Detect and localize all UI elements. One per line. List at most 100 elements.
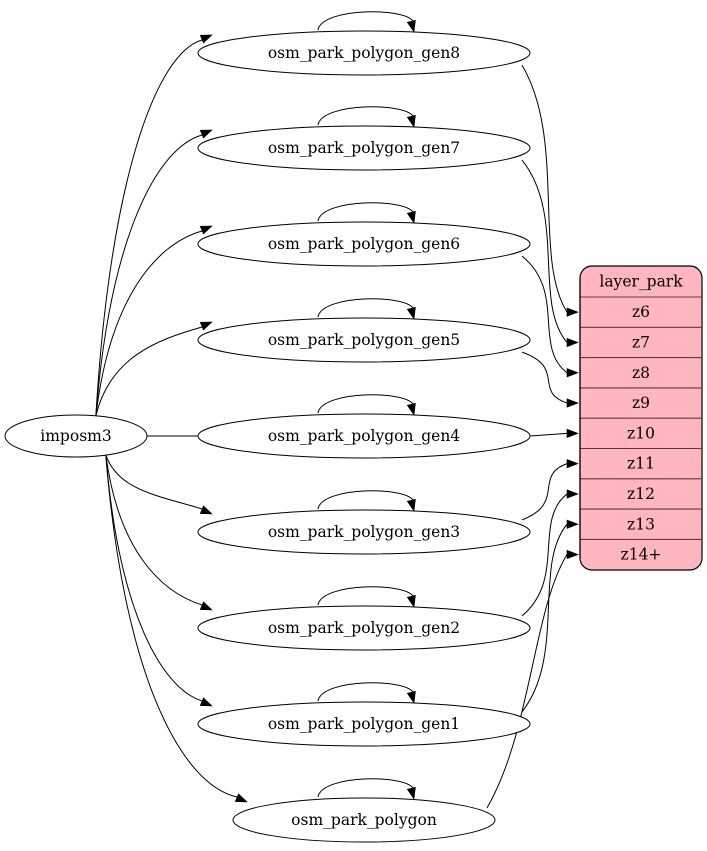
node-label-gen1: osm_park_polygon_gen1 <box>268 715 460 733</box>
node-label-gen7: osm_park_polygon_gen7 <box>268 139 460 157</box>
arrowhead-self-loop-gen8 <box>406 19 416 33</box>
node-ellipse-base[interactable] <box>232 797 496 843</box>
edge-gen3-to-z11 <box>521 463 568 521</box>
node-ellipse-gen3[interactable] <box>197 509 531 555</box>
table-row[interactable]: z13 <box>580 508 702 533</box>
table-row[interactable]: z11 <box>580 447 702 473</box>
edge-gen4-to-z10 <box>529 432 568 437</box>
node-gen2[interactable]: osm_park_polygon_gen2 <box>197 605 531 651</box>
arrowhead-imposm3-to-gen1 <box>199 697 213 707</box>
edge-imposm3-to-gen3 <box>105 454 203 510</box>
table-cell-z10: z10 <box>627 424 655 442</box>
node-gen7[interactable]: osm_park_polygon_gen7 <box>197 125 531 171</box>
edge-gen8-to-z6 <box>521 64 568 313</box>
node-label-imposm3: imposm3 <box>40 427 111 445</box>
arrowhead-gen6-to-z8 <box>566 368 579 378</box>
table-cell-z11: z11 <box>627 455 655 473</box>
edge-imposm3-to-gen8 <box>95 39 203 416</box>
source-node-group: imposm3 <box>4 414 148 458</box>
arrowhead-gen7-to-z7 <box>566 337 579 348</box>
arrowhead-gen3-to-z11 <box>566 459 579 469</box>
node-group-ellipses: osm_park_polygon_gen8 osm_park_polygon_ge… <box>197 30 531 843</box>
table-cell-z8: z8 <box>632 364 650 382</box>
arrowhead-gen5-to-z9 <box>566 398 579 408</box>
node-gen6[interactable]: osm_park_polygon_gen6 <box>197 221 531 267</box>
node-label-gen8: osm_park_polygon_gen8 <box>268 44 460 62</box>
node-gen3[interactable]: osm_park_polygon_gen3 <box>197 509 531 555</box>
arrowhead-base-to-z14+ <box>566 549 579 560</box>
edge-gen7-to-z7 <box>521 159 568 343</box>
arrowhead-self-loop-gen4 <box>406 402 416 416</box>
table-header-label: layer_park <box>599 273 683 291</box>
edge-imposm3-to-gen1 <box>105 454 203 702</box>
edge-group-fanout <box>95 34 248 803</box>
arrowhead-imposm3-to-gen6 <box>199 225 213 235</box>
table-cell-z7: z7 <box>632 333 650 351</box>
edge-group-selfloops <box>317 11 416 800</box>
arrowhead-self-loop-gen6 <box>406 210 416 224</box>
node-label-gen5: osm_park_polygon_gen5 <box>268 331 460 349</box>
edge-gen5-to-z9 <box>521 351 568 404</box>
edge-imposm3-to-base <box>105 454 238 798</box>
node-gen5[interactable]: osm_park_polygon_gen5 <box>197 317 531 363</box>
node-label-gen2: osm_park_polygon_gen2 <box>268 619 460 637</box>
arrowhead-imposm3-to-gen7 <box>199 129 213 139</box>
self-loop-gen2 <box>317 586 415 606</box>
node-ellipse-imposm3[interactable] <box>4 414 148 458</box>
edge-imposm3-to-gen2 <box>105 454 203 606</box>
self-loop-gen1 <box>317 682 415 702</box>
node-label-gen6: osm_park_polygon_gen6 <box>268 235 460 253</box>
self-loop-gen5 <box>317 298 415 318</box>
arrowhead-self-loop-gen2 <box>406 594 416 608</box>
node-ellipse-gen4[interactable] <box>197 413 531 459</box>
self-loop-gen7 <box>317 106 415 126</box>
node-ellipse-gen7[interactable] <box>197 125 531 171</box>
edge-gen6-to-z8 <box>521 255 568 374</box>
node-ellipse-gen1[interactable] <box>197 701 531 747</box>
edge-imposm3-to-gen5 <box>95 326 203 416</box>
table-row[interactable]: z10 <box>580 417 702 442</box>
node-label-gen3: osm_park_polygon_gen3 <box>268 523 460 541</box>
arrowhead-gen2-to-z12 <box>566 489 579 499</box>
table-row[interactable]: z7 <box>580 326 702 351</box>
table-row[interactable]: z12 <box>580 478 702 503</box>
arrowhead-self-loop-gen7 <box>406 114 416 128</box>
edge-gen2-to-z12 <box>521 493 568 617</box>
self-loop-gen4 <box>317 394 415 414</box>
table-node-group: layer_park z6 z7 z8 z9 z10 z11 z12 z13 z14+ <box>579 265 703 571</box>
table-row[interactable]: z9 <box>580 387 702 412</box>
table-cell-z12: z12 <box>627 485 655 503</box>
edge-imposm3-to-gen6 <box>95 230 203 416</box>
arrowhead-self-loop-base <box>406 786 416 800</box>
arrowhead-imposm3-to-gen2 <box>199 601 213 611</box>
node-base[interactable]: osm_park_polygon <box>232 797 496 843</box>
node-gen8[interactable]: osm_park_polygon_gen8 <box>197 30 531 76</box>
self-loop-base <box>317 778 415 798</box>
node-ellipse-gen5[interactable] <box>197 317 531 363</box>
arrowhead-gen8-to-z6 <box>566 307 579 317</box>
arrowhead-imposm3-to-base <box>234 793 248 803</box>
table-row[interactable]: z14+ <box>580 538 702 564</box>
table-row[interactable]: z8 <box>580 357 702 382</box>
node-imposm3[interactable]: imposm3 <box>4 414 148 458</box>
node-ellipse-gen8[interactable] <box>197 30 531 76</box>
arrowhead-self-loop-gen1 <box>406 690 416 704</box>
edge-imposm3-to-gen7 <box>95 134 203 416</box>
table-row[interactable]: z6 <box>632 303 650 321</box>
table-node-layer-park[interactable]: layer_park z6 z7 z8 z9 z10 z11 z12 z13 z14+ <box>579 265 703 571</box>
arrowhead-imposm3-to-gen3 <box>199 505 213 515</box>
node-ellipse-gen6[interactable] <box>197 221 531 267</box>
arrowhead-gen4-to-z10 <box>566 428 579 438</box>
node-label-gen4: osm_park_polygon_gen4 <box>268 427 460 445</box>
edge-base-to-z14+ <box>486 554 568 809</box>
arrowhead-self-loop-gen5 <box>406 306 416 320</box>
arrowhead-self-loop-gen3 <box>406 498 416 512</box>
node-label-base: osm_park_polygon <box>291 811 437 829</box>
node-gen4[interactable]: osm_park_polygon_gen4 <box>197 413 531 459</box>
table-cell-z9: z9 <box>632 394 650 412</box>
table-cell-z14+: z14+ <box>621 546 662 564</box>
node-ellipse-gen2[interactable] <box>197 605 531 651</box>
node-gen1[interactable]: osm_park_polygon_gen1 <box>197 701 531 747</box>
